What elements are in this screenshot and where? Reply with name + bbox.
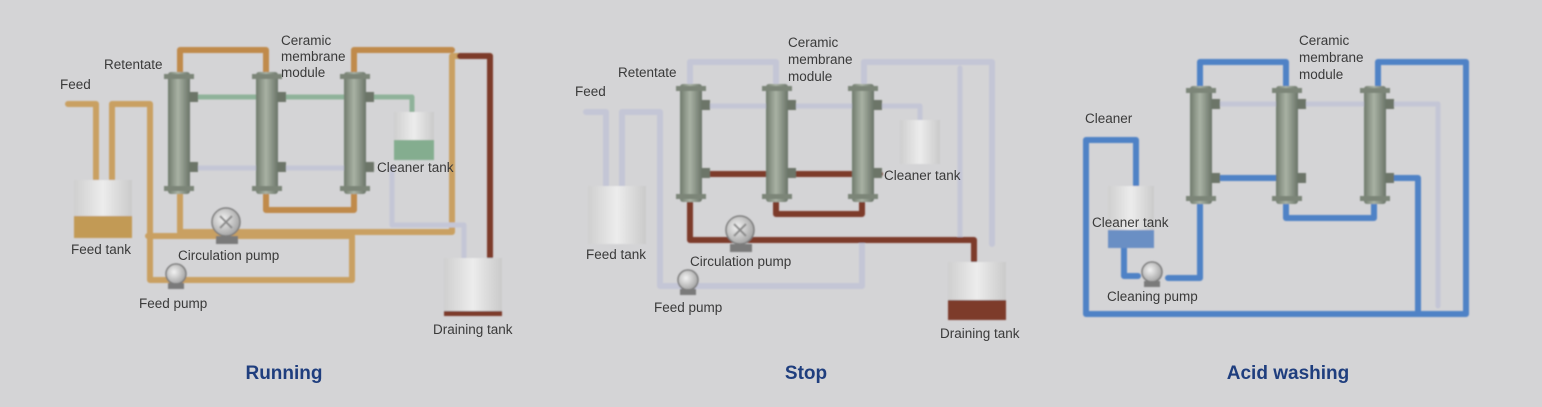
idle-pipe [191,165,467,265]
idle-pipe [1211,101,1441,309]
label-cleaner: Cleaner [1085,111,1133,126]
cleaner-tank [900,120,940,164]
retentate-bridge-1 [177,47,269,75]
membrane-column [1360,86,1394,204]
feed-tank [74,180,132,238]
feed-pump-pipe [109,101,355,283]
label-cleaner-tank: Cleaner tank [884,168,961,183]
label-circulation-pump: Circulation pump [690,254,791,269]
circulation-pump-icon [725,215,755,252]
panel-acid-washing [1083,59,1469,317]
label-feed-tank: Feed tank [586,247,646,262]
membrane-column [1186,86,1220,204]
label-module-line3: module [1299,67,1343,82]
caption-running: Running [245,363,322,384]
label-feed: Feed [60,77,91,92]
drain-pipe [457,53,493,265]
membrane-column [164,72,198,194]
feed-pipe [65,101,99,188]
feed-pump-icon [165,263,187,289]
idle-top-pipe [687,59,995,247]
label-circulation-pump: Circulation pump [178,248,279,263]
label-retentate: Retentate [104,57,163,72]
label-module-line1: Ceramic [788,35,839,50]
label-module-line2: membrane [788,52,853,67]
label-cleaner-tank: Cleaner tank [377,160,454,175]
feed-tank [588,186,646,244]
cleaner-tank [394,112,434,160]
label-module-line3: module [281,65,325,80]
label-feed: Feed [575,84,606,99]
permeate-pipe [191,94,415,115]
cleaning-pump-icon [1141,261,1163,287]
membrane-column [762,84,796,202]
membrane-column [848,84,882,202]
draining-tank [948,262,1006,320]
retentate-bridge-2 [351,47,455,75]
membrane-column [1272,86,1306,204]
label-feed-tank: Feed tank [71,242,131,257]
cleaner-tank [1108,186,1154,248]
label-module-line1: Ceramic [1299,33,1350,48]
label-module-line2: membrane [281,49,346,64]
acid-loop-pipe [1083,59,1469,317]
feed-pump-icon [677,269,699,295]
label-feed-pump: Feed pump [654,300,722,315]
caption-stop: Stop [785,363,827,384]
panel-stop [583,59,1006,320]
panel-stop-labels: Feed Retentate Ceramic membrane module C… [575,35,1020,384]
idle-feed-pipe [583,109,865,289]
label-feed-pump: Feed pump [139,296,207,311]
label-draining-tank: Draining tank [433,322,513,337]
panel-running [65,47,502,316]
label-module-line2: membrane [1299,50,1364,65]
label-cleaner-tank: Cleaner tank [1092,215,1169,230]
panel-running-labels: Feed Retentate Ceramic membrane module C… [60,33,513,384]
membrane-column [252,72,286,194]
membrane-column [340,72,374,194]
caption-acid-washing: Acid washing [1227,363,1349,384]
label-retentate: Retentate [618,65,677,80]
label-module-line1: Ceramic [281,33,332,48]
label-module-line3: module [788,69,832,84]
draining-tank [444,258,502,316]
label-draining-tank: Draining tank [940,326,1020,341]
circulation-pump-icon [211,207,241,244]
idle-side-pipe [701,65,963,243]
membrane-column [676,84,710,202]
bottom-bridge [263,187,357,213]
panel-acid-washing-labels: Cleaner Ceramic membrane module Cleaner … [1085,33,1364,384]
label-cleaning-pump: Cleaning pump [1107,289,1198,304]
